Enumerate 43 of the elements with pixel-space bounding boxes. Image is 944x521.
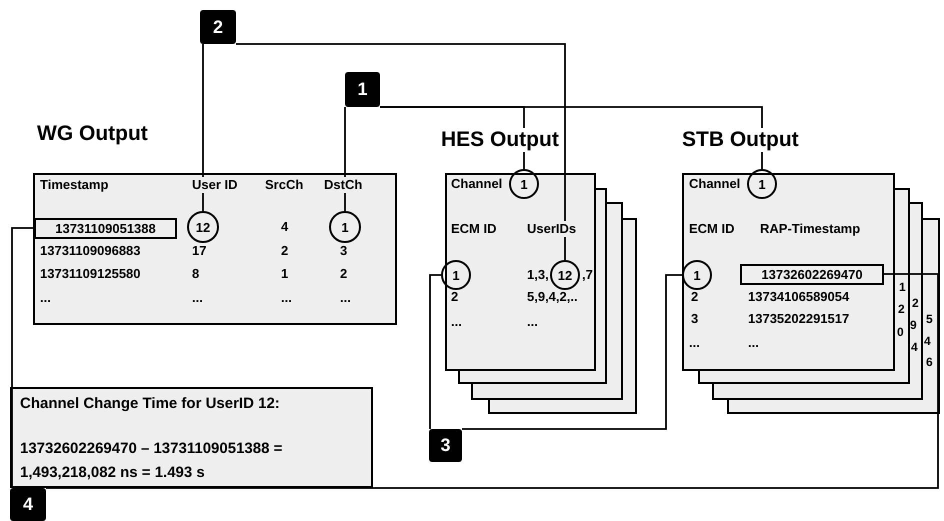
connector-line <box>429 274 441 429</box>
connector-line <box>236 43 566 260</box>
circled-value: 12 <box>550 260 580 290</box>
connector-line <box>380 106 763 169</box>
circled-value: 1 <box>441 260 471 290</box>
circled-value: 1 <box>682 260 712 290</box>
cut-off-digit: 2 <box>898 302 905 317</box>
circled-value: 1 <box>329 211 361 243</box>
step-badge: 3 <box>429 429 462 462</box>
result-heading: Channel Change Time for UserID 12: <box>20 394 281 414</box>
circled-value: 1 <box>509 169 539 199</box>
cut-off-digit: 0 <box>897 325 904 340</box>
cut-off-digit: 6 <box>926 355 933 370</box>
table-cell: RAP-Timestamp <box>760 221 860 237</box>
table-cell: 1,3, <box>527 267 549 283</box>
step-badge: 1 <box>345 72 380 107</box>
step-badge: 2 <box>200 10 236 44</box>
table-cell: DstCh <box>324 177 362 193</box>
table-cell: UserIDs <box>527 221 576 237</box>
cut-off-digit: 5 <box>926 312 933 327</box>
connector-line <box>202 44 204 211</box>
cut-off-digit: 9 <box>910 318 917 333</box>
cut-off-digit: 4 <box>924 334 931 349</box>
table-title: STB Output <box>682 128 799 152</box>
result-text: 13732602269470 – 13731109051388 = 1,493,218,082 ns = 1.493 s <box>20 439 284 483</box>
cut-off-digit: 1 <box>899 280 906 295</box>
connector-line <box>462 274 682 430</box>
table-cell: ,7 <box>582 267 593 283</box>
table-cell: Timestamp <box>40 177 108 193</box>
connector-line <box>11 227 34 488</box>
table-cell: 5,9,4,2,.. <box>527 289 578 305</box>
cut-off-digit: 4 <box>911 340 918 355</box>
circled-value: 1 <box>747 169 777 199</box>
connector-line <box>46 273 939 489</box>
table-cell: User ID <box>192 177 238 193</box>
step-badge: 4 <box>10 488 46 521</box>
boxed-value: 13732602269470 <box>740 264 884 285</box>
circled-value: 12 <box>187 211 219 243</box>
cut-off-digit: 2 <box>912 296 919 311</box>
boxed-value: 13731109051388 <box>34 218 177 239</box>
table-title: HES Output <box>441 128 559 152</box>
result-box <box>10 387 373 488</box>
table-title: WG Output <box>37 122 148 146</box>
